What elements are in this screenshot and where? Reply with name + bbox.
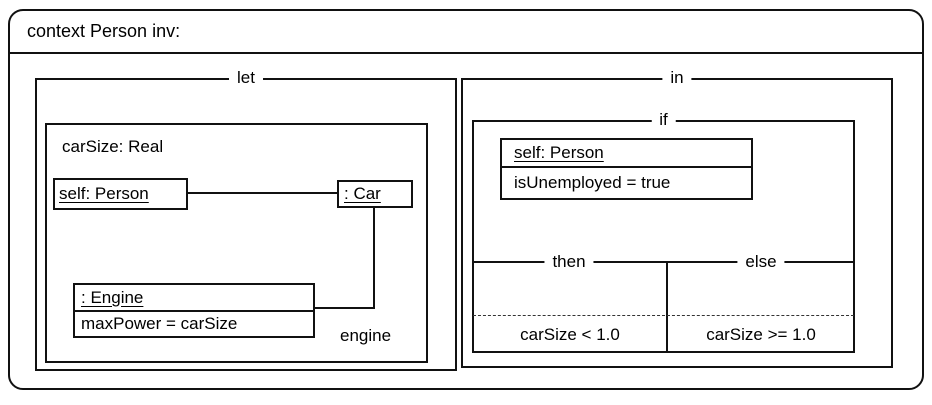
condition-object-attribute-compartment: isUnemployed = true	[502, 168, 751, 198]
condition-object-name: self: Person	[514, 143, 604, 162]
let-section-label: let	[229, 67, 263, 89]
else-branch-label: else	[737, 251, 785, 273]
car-engine-link-horizontal	[315, 307, 375, 309]
engine-object-name-compartment: : Engine	[75, 285, 313, 312]
engine-object: : Engine maxPower = carSize	[73, 283, 315, 338]
context-header-divider	[9, 52, 923, 54]
variable-declaration: carSize: Real	[62, 137, 164, 156]
self-person-object-name: self: Person	[59, 184, 149, 203]
engine-object-name: : Engine	[81, 287, 144, 307]
car-object-name: : Car	[344, 184, 381, 203]
association-role-label: engine	[340, 326, 392, 345]
person-car-link	[188, 192, 337, 194]
in-section-label: in	[662, 67, 692, 89]
car-engine-link-vertical	[373, 208, 375, 309]
then-branch-expression: carSize < 1.0	[520, 324, 620, 344]
branch-header-line	[473, 261, 854, 263]
engine-attribute: maxPower = carSize	[81, 314, 238, 333]
then-branch-label: then	[544, 251, 594, 273]
self-person-object: self: Person	[53, 178, 188, 210]
condition-object-name-compartment: self: Person	[502, 140, 751, 168]
car-object: : Car	[337, 180, 413, 208]
condition-attribute: isUnemployed = true	[514, 173, 671, 192]
engine-object-attribute-compartment: maxPower = carSize	[75, 312, 313, 336]
else-branch-expression: carSize >= 1.0	[706, 324, 816, 344]
branch-vertical-separator	[666, 261, 668, 353]
if-expression-label: if	[651, 109, 676, 131]
branch-dashed-separator	[473, 315, 854, 316]
context-title: context Person inv:	[27, 21, 181, 41]
condition-object: self: Person isUnemployed = true	[500, 138, 753, 200]
